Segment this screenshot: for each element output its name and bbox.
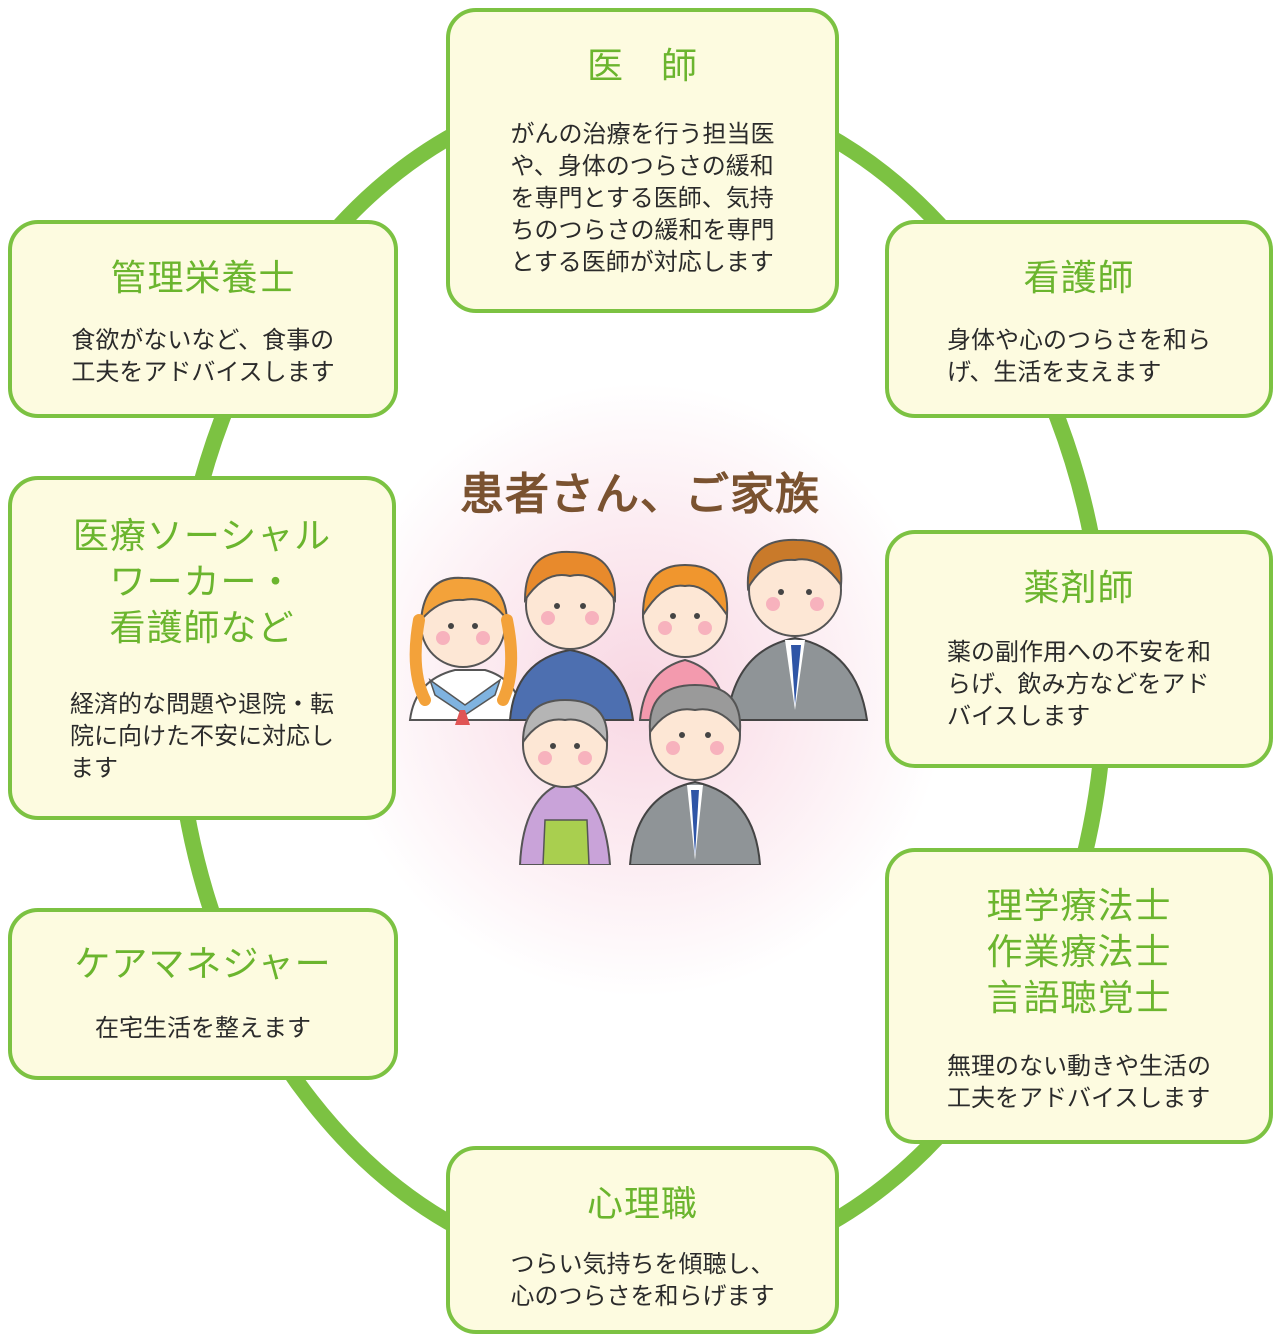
role-card-pharmacist: 薬剤師 薬の副作用への不安を和 らげ、飲み方などをアド バイスします xyxy=(885,530,1273,768)
role-description: 身体や心のつらさを和ら げ、生活を支えます xyxy=(947,326,1211,386)
role-description: がんの治療を行う担当医 や、身体のつらさの緩和 を専門とする医師、気持 ちのつら… xyxy=(510,120,775,276)
role-title: 理学療法士 作業療法士 言語聴覚士 xyxy=(986,886,1172,1019)
role-card-rehabilitation: 理学療法士 作業療法士 言語聴覚士 無理のない動きや生活の 工夫をアドバイスしま… xyxy=(885,848,1273,1144)
role-title: ケアマネジャー xyxy=(74,944,332,985)
role-card-care-manager: ケアマネジャー 在宅生活を整えます xyxy=(8,908,398,1080)
role-title: 医 師 xyxy=(586,46,698,87)
family-illustration xyxy=(408,538,869,865)
role-description: 経済的な問題や退院・転 院に向けた不安に対応し ます xyxy=(70,690,334,782)
role-title: 看護師 xyxy=(1023,258,1135,299)
role-title: 医療ソーシャル ワーカー・ 看護師など xyxy=(72,516,332,649)
role-title: 薬剤師 xyxy=(1023,568,1135,609)
role-description: 在宅生活を整えます xyxy=(95,1014,311,1042)
role-card-dietitian: 管理栄養士 食欲がないなど、食事の 工夫をアドバイスします xyxy=(8,220,398,418)
role-card-social-worker: 医療ソーシャル ワーカー・ 看護師など 経済的な問題や退院・転 院に向けた不安に… xyxy=(8,476,396,820)
role-title: 心理職 xyxy=(586,1184,698,1225)
role-description: つらい気持ちを傾聴し、 心のつらさを和らげます xyxy=(510,1250,775,1310)
role-title: 管理栄養士 xyxy=(110,258,296,299)
role-card-doctor: 医 師 がんの治療を行う担当医 や、身体のつらさの緩和 を専門とする医師、気持 … xyxy=(446,8,839,313)
role-description: 無理のない動きや生活の 工夫をアドバイスします xyxy=(947,1052,1211,1112)
role-card-psychologist: 心理職 つらい気持ちを傾聴し、 心のつらさを和らげます xyxy=(446,1146,839,1334)
role-description: 食欲がないなど、食事の 工夫をアドバイスします xyxy=(71,326,335,386)
role-description: 薬の副作用への不安を和 らげ、飲み方などをアド バイスします xyxy=(947,638,1211,730)
center-title: 患者さん、ご家族 xyxy=(460,469,820,520)
role-card-nurse: 看護師 身体や心のつらさを和ら げ、生活を支えます xyxy=(885,220,1273,418)
